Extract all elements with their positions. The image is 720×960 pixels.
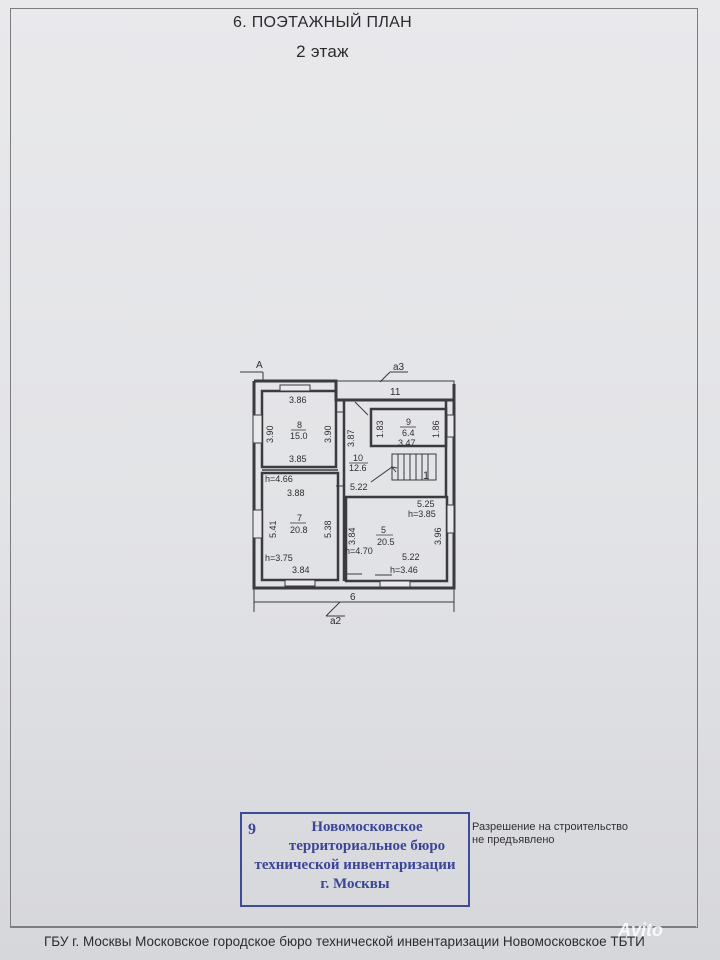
floor-label: 2 этаж bbox=[296, 42, 349, 61]
room-9: 9 6.4 3.47 1.83 1.86 bbox=[375, 417, 441, 448]
room-10-dim-bottom: 5.22 bbox=[350, 482, 368, 492]
room-5-height-top: h=3.85 bbox=[408, 509, 436, 519]
room-5-height-left: h=4.70 bbox=[345, 546, 373, 556]
room-10-area: 12.6 bbox=[349, 463, 367, 473]
room-7-number: 7 bbox=[297, 513, 302, 523]
room-10: 3.87 10 12.6 5.22 1 bbox=[346, 429, 429, 492]
room-8-number: 8 bbox=[297, 420, 302, 430]
room-9-area: 6.4 bbox=[402, 428, 415, 438]
room-7-height-top: h=4.66 bbox=[265, 474, 293, 484]
callout-a2: а2 bbox=[330, 616, 342, 627]
room-8-dim-top: 3.86 bbox=[289, 395, 307, 405]
axis-a-label: А bbox=[256, 360, 263, 371]
room-8-dim-right: 3.90 bbox=[323, 425, 333, 443]
room-5-height-bottom: h=3.46 bbox=[390, 565, 418, 575]
room-9-dim-right: 1.86 bbox=[431, 420, 441, 438]
doors bbox=[336, 401, 392, 576]
room-8: 3.86 8 15.0 3.85 3.90 3.90 bbox=[265, 395, 333, 464]
room-5-dim-left: 3.84 bbox=[347, 527, 357, 545]
room-10-dim-side: 3.87 bbox=[346, 429, 356, 447]
room-7-area: 20.8 bbox=[290, 525, 308, 535]
room-8-area: 15.0 bbox=[290, 431, 308, 441]
room-7-dim-bottom: 3.84 bbox=[292, 565, 310, 575]
stamp-number: 9 bbox=[248, 821, 256, 838]
room-10-number: 10 bbox=[353, 453, 363, 463]
room-11-label: 11 bbox=[390, 387, 401, 398]
permit-line-1: Разрешение на строительство bbox=[472, 821, 628, 833]
stamp-line-1: Новомосковское bbox=[311, 819, 423, 835]
footer-rule bbox=[10, 926, 696, 927]
room-5-number: 5 bbox=[381, 525, 386, 535]
room-7: h=4.66 3.88 7 20.8 5.41 5.38 h=3.75 3.84 bbox=[265, 474, 333, 575]
stamp-line-2: территориальное бюро bbox=[288, 838, 446, 854]
room-5-dim-bottom: 5.22 bbox=[402, 552, 420, 562]
room-5-area: 20.5 bbox=[377, 537, 395, 547]
room-8-dim-bottom: 3.85 bbox=[289, 454, 307, 464]
room-5-dim-top: 5.25 bbox=[417, 499, 435, 509]
stair-mark: 1 bbox=[423, 470, 429, 482]
room-7-height-bottom: h=3.75 bbox=[265, 553, 293, 563]
windows bbox=[252, 384, 455, 588]
room-7-dim-top: 3.88 bbox=[287, 488, 305, 498]
room-5-dim-right: 3.96 bbox=[433, 527, 443, 545]
document-section-title: 6. ПОЭТАЖНЫЙ ПЛАН bbox=[233, 14, 412, 31]
room-7-dim-right: 5.38 bbox=[323, 520, 333, 538]
avito-watermark: Avito bbox=[618, 920, 663, 940]
room-9-dim-bottom: 3.47 bbox=[398, 438, 416, 448]
overall-width-label: 6 bbox=[350, 592, 356, 603]
room-9-number: 9 bbox=[406, 417, 411, 427]
stamp-line-4: г. Москвы bbox=[320, 876, 390, 892]
page-frame bbox=[10, 8, 698, 928]
callout-a3: а3 bbox=[393, 362, 405, 373]
room-9-dim-left: 1.83 bbox=[375, 420, 385, 438]
room-5: 5.25 h=3.85 5 20.5 3.84 h=4.70 3.96 5.22… bbox=[345, 499, 443, 575]
stamp-line-3: технической инвентаризации bbox=[254, 857, 456, 873]
staircase bbox=[370, 453, 437, 483]
dimension-lines bbox=[253, 371, 455, 617]
footer-text: ГБУ г. Москвы Московское городское бюро … bbox=[44, 934, 645, 949]
room-7-dim-left: 5.41 bbox=[268, 520, 278, 538]
permit-note: Разрешение на строительство не предъявле… bbox=[472, 821, 628, 847]
room-8-dim-left: 3.90 bbox=[265, 425, 275, 443]
bti-stamp: 9 Новомосковское территориальное бюро те… bbox=[240, 812, 470, 907]
permit-line-2: не предъявлено bbox=[472, 834, 555, 846]
